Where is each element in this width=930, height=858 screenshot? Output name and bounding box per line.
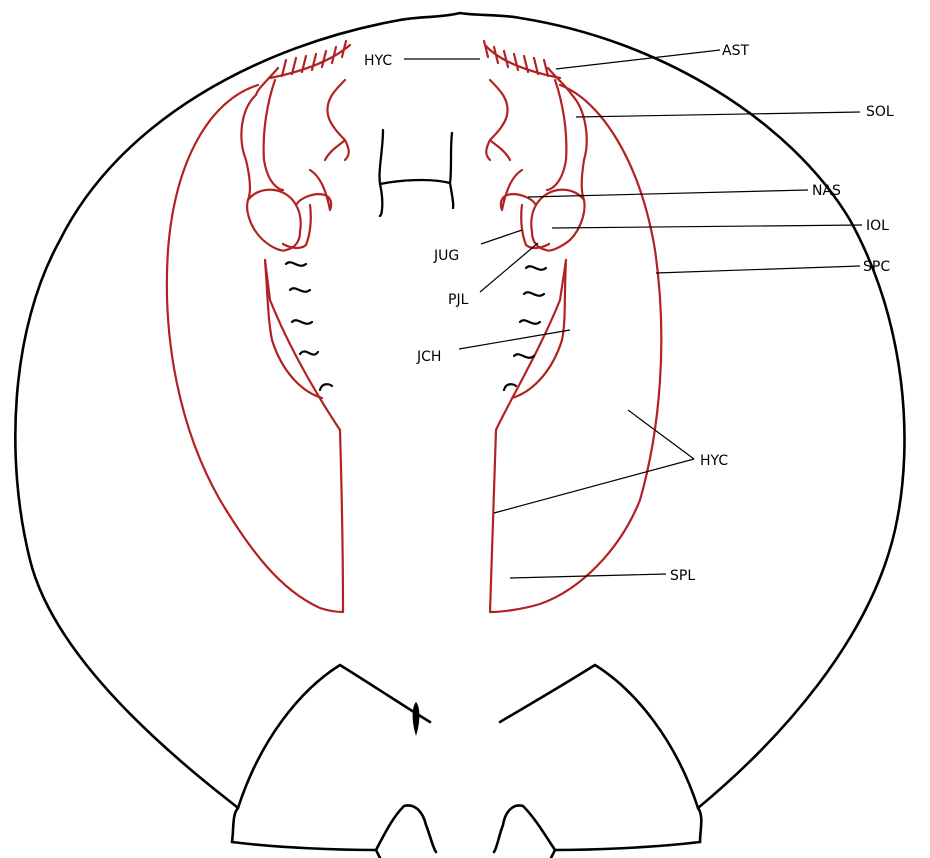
pore-mark	[514, 354, 534, 357]
label-jug: JUG	[433, 248, 459, 264]
label-jch: JCH	[416, 349, 441, 365]
canal-jugular-left	[265, 260, 322, 398]
pectoral-edge-right	[500, 665, 698, 808]
pore-mark	[520, 320, 540, 323]
canal-supraorbital-right	[501, 68, 587, 251]
pore-mark	[286, 262, 306, 265]
leader-sol	[576, 112, 860, 117]
label-iol: IOL	[866, 218, 889, 234]
tail-stub-left	[376, 850, 380, 858]
leader-pjl	[480, 243, 538, 292]
canal-jugular-right	[512, 260, 566, 398]
disc-outline	[15, 13, 904, 842]
pore-mark	[526, 266, 546, 269]
leader-hyc-right-upper	[628, 410, 694, 459]
canal-ampullae-left	[270, 41, 350, 78]
canal-supraorbital-left	[241, 68, 331, 251]
label-hyc-top: HYC	[364, 53, 392, 69]
pore-mark	[292, 320, 312, 323]
leader-lines	[404, 50, 862, 578]
leader-spc	[656, 266, 860, 273]
lateral-line-canals	[167, 41, 661, 612]
label-nas: NAS	[812, 183, 841, 199]
leader-ast	[556, 50, 720, 69]
canal-ampullae-right	[484, 41, 560, 78]
label-sol: SOL	[866, 104, 894, 120]
nostril-outline	[380, 130, 454, 216]
pelvic-fin-right	[494, 805, 700, 852]
body-outline	[15, 13, 904, 858]
leader-jch	[459, 330, 570, 349]
pore-marks	[286, 262, 546, 390]
pore-mark	[300, 351, 318, 354]
tail-stub-right	[551, 850, 555, 858]
pore-mark	[290, 288, 310, 291]
canal-outer-loop-right	[490, 85, 661, 612]
labels: HYC AST SOL NAS IOL JUG SPC PJL JCH HYC …	[364, 43, 894, 584]
leader-jug	[481, 230, 522, 244]
pectoral-edge-left	[238, 665, 430, 808]
label-spl: SPL	[670, 568, 695, 584]
label-spc: SPC	[863, 259, 890, 275]
vent	[413, 702, 420, 736]
label-ast: AST	[722, 43, 749, 59]
pelvic-fin-left	[232, 805, 436, 852]
canal-nasal-loop-right	[486, 80, 510, 160]
label-hyc-right: HYC	[700, 453, 728, 469]
pore-mark	[504, 384, 516, 390]
leader-iol	[552, 225, 862, 228]
pore-mark	[320, 384, 332, 390]
canal-nasal-loop-left	[325, 80, 349, 160]
label-pjl: PJL	[448, 292, 469, 308]
canal-outer-loop-left	[167, 85, 343, 612]
leader-hyc-right-lower	[494, 459, 694, 513]
pore-mark	[524, 292, 544, 295]
